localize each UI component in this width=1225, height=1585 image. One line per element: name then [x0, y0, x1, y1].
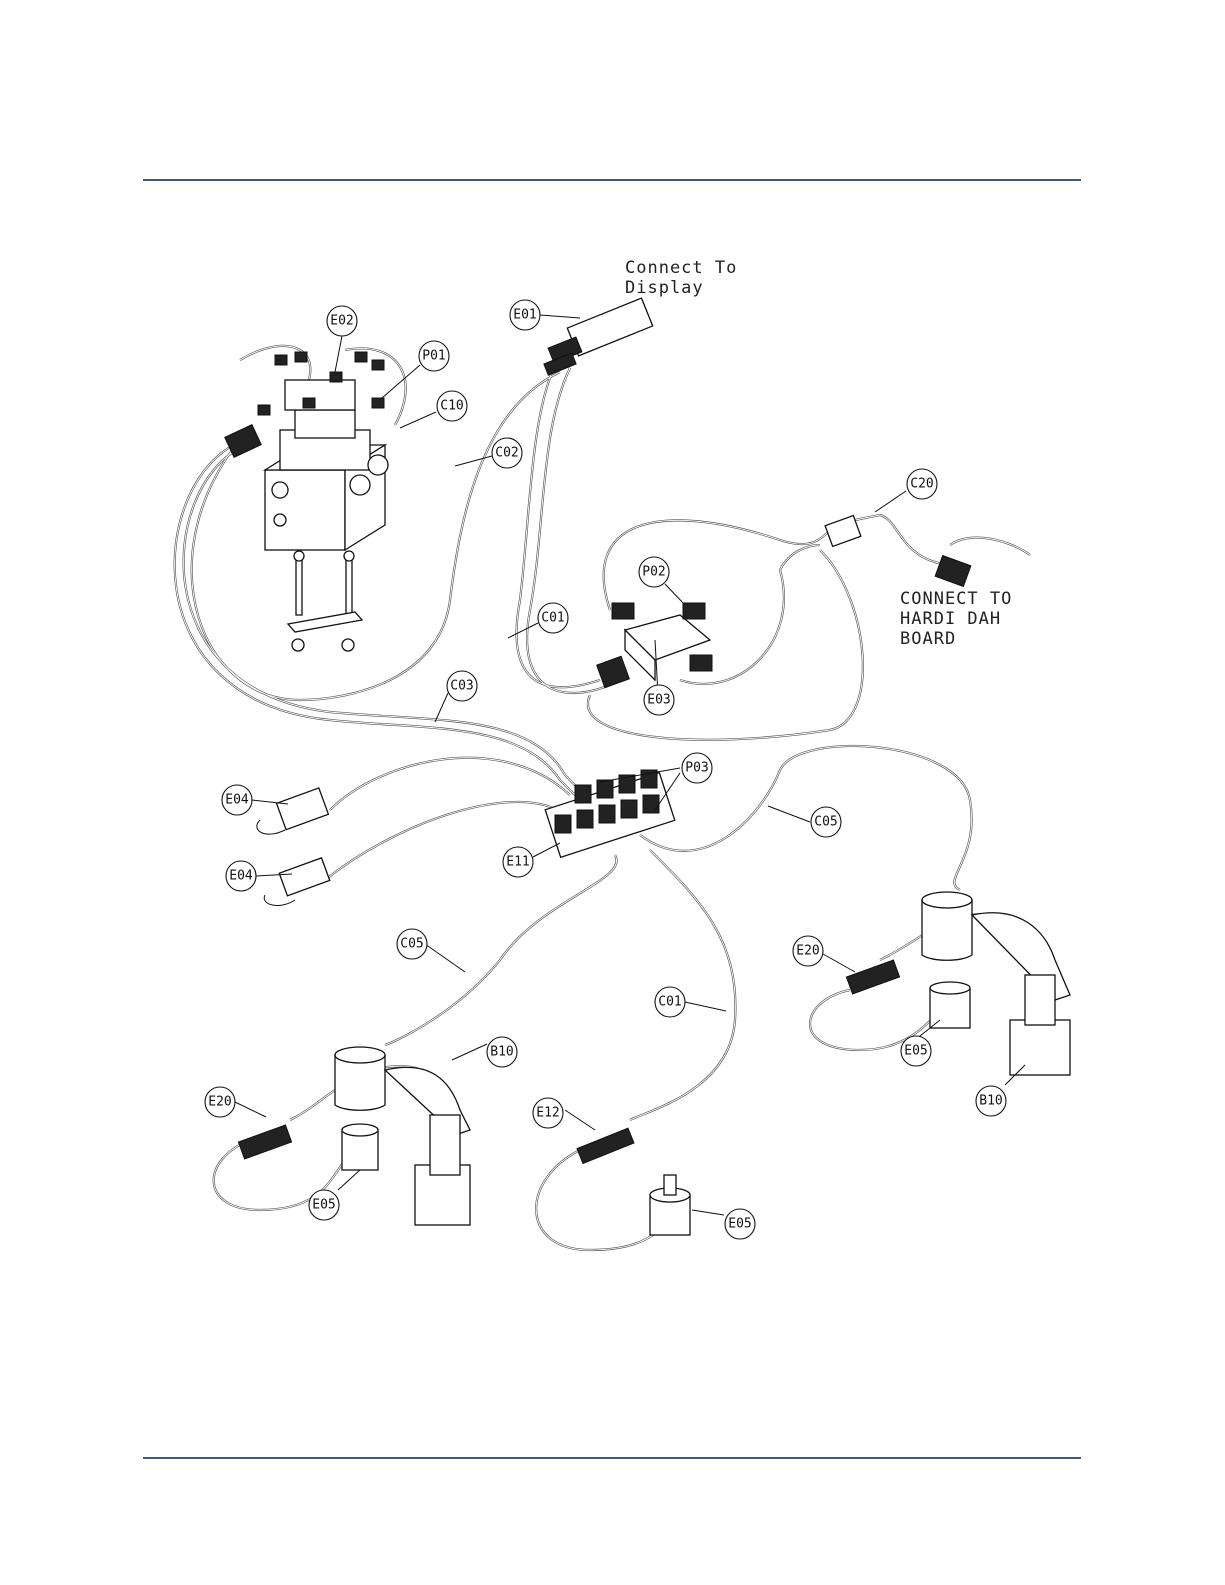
tag-label: E20 [796, 944, 819, 959]
tag-b10-left: B10 [487, 1037, 517, 1067]
tag-p02: P02 [639, 557, 669, 587]
note-hardi-line-2: HARDI DAH [900, 609, 1001, 629]
tag-e05-middle: E05 [725, 1209, 755, 1239]
cable-core-7 [604, 520, 830, 610]
tag-e05-right: E05 [901, 1036, 931, 1066]
cable-1 [184, 448, 595, 806]
tag-c01-lower: C01 [655, 987, 685, 1017]
note-connect-hardi: CONNECT TO HARDI DAH BOARD [900, 589, 1012, 649]
note-connect-display: Connect To Display [625, 258, 737, 298]
tag-label: P01 [422, 349, 445, 364]
cable-7 [604, 520, 830, 610]
cable-core-17 [536, 1150, 665, 1250]
cable-17 [536, 1150, 665, 1250]
tag-p01: P01 [419, 341, 449, 371]
cable-core-3 [517, 365, 600, 687]
tag-e02-assembly: E02 [327, 306, 357, 336]
tag-label: E11 [506, 855, 529, 870]
note-hardi-line-3: BOARD [900, 629, 956, 649]
note-display-line-2: Display [625, 278, 704, 298]
tag-label: E05 [904, 1044, 927, 1059]
tag-e03: E03 [644, 685, 674, 715]
cable-core-1 [184, 448, 595, 806]
tag-c05-left: C05 [397, 929, 427, 959]
tag-label: E12 [536, 1106, 559, 1121]
tag-c01-upper: C01 [538, 603, 568, 633]
cable-16 [630, 850, 735, 1120]
tag-label: E05 [728, 1217, 751, 1232]
tag-e11: E11 [503, 847, 533, 877]
tag-label: B10 [979, 1094, 1002, 1109]
tag-e20-right: E20 [793, 936, 823, 966]
tag-label: E02 [330, 314, 353, 329]
tag-e01: E01 [510, 300, 540, 330]
cable-core-16 [630, 850, 735, 1120]
tag-label: C01 [658, 995, 681, 1010]
tag-label: B10 [490, 1045, 513, 1060]
tag-e05-left: E05 [309, 1190, 339, 1220]
note-display-line-1: Connect To [625, 258, 737, 278]
tag-label: E05 [312, 1198, 335, 1213]
cable-2 [192, 372, 560, 700]
cable-10 [855, 515, 950, 565]
cable-11 [950, 538, 1030, 555]
tag-b10-right: B10 [976, 1086, 1006, 1116]
note-hardi-line-1: CONNECT TO [900, 589, 1012, 609]
tag-c10: C10 [437, 391, 467, 421]
tag-label: E01 [513, 308, 536, 323]
tag-c03: C03 [447, 671, 477, 701]
tag-e12: E12 [533, 1098, 563, 1128]
tag-label: E03 [647, 693, 670, 708]
tag-label: P03 [685, 761, 708, 776]
tag-label: C05 [400, 937, 423, 952]
tag-c02: C02 [492, 438, 522, 468]
cable-3 [517, 365, 600, 687]
tag-e20-left: E20 [205, 1087, 235, 1117]
tag-p03: P03 [682, 753, 712, 783]
tag-label: C03 [450, 679, 473, 694]
tag-label: C10 [440, 399, 463, 414]
tag-label: E04 [229, 869, 253, 884]
tag-c05-right: C05 [811, 807, 841, 837]
tag-c20: C20 [907, 469, 937, 499]
tag-label: C05 [814, 815, 837, 830]
tag-label: E20 [208, 1095, 231, 1110]
tag-e04-upper: E04 [222, 785, 252, 815]
tag-label: C02 [495, 446, 518, 461]
tag-label: E04 [225, 793, 249, 808]
tag-label: P02 [642, 565, 665, 580]
tag-e04-lower: E04 [226, 861, 256, 891]
tag-label: C01 [541, 611, 564, 626]
tag-label: C20 [910, 477, 933, 492]
